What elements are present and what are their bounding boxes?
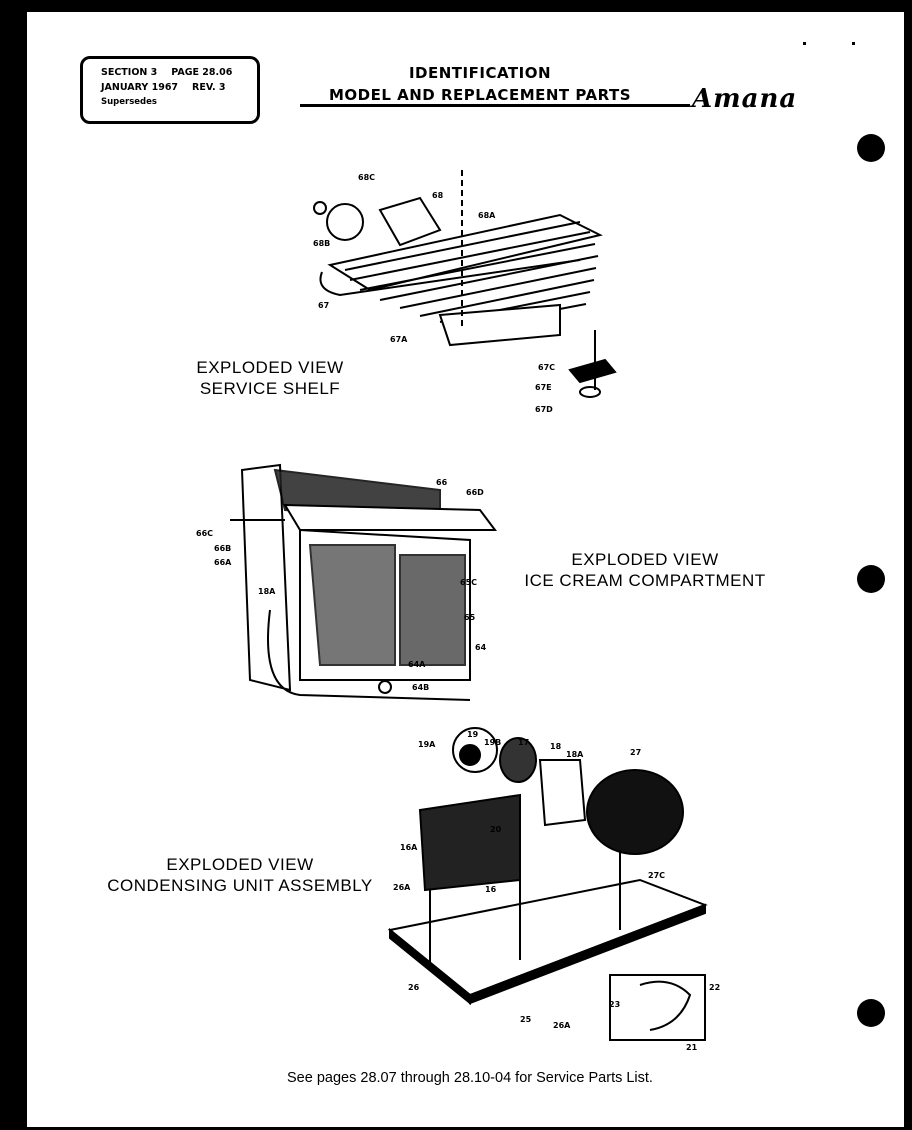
page-number: PAGE 28.06 — [171, 67, 233, 78]
callout: 64A — [408, 660, 426, 669]
callout: 27C — [648, 871, 665, 880]
ice-cream-label: EXPLODED VIEW ICE CREAM COMPARTMENT — [505, 549, 785, 591]
service-shelf-drawing — [313, 170, 617, 398]
callout: 26 — [408, 983, 420, 992]
callout: 67A — [390, 335, 408, 344]
speck — [803, 42, 806, 45]
title-underline — [300, 104, 690, 107]
callout: 18A — [566, 750, 584, 759]
callout: 17 — [518, 738, 529, 747]
callout: 21 — [686, 1043, 698, 1052]
callout: 68C — [358, 173, 375, 182]
callout: 67 — [318, 301, 329, 310]
speck — [852, 42, 855, 45]
section-number: SECTION 3 — [101, 67, 158, 78]
callout: 67C — [538, 363, 555, 372]
callout: 68 — [432, 191, 444, 200]
section-info-box: SECTION 3 PAGE 28.06 JANUARY 1967 REV. 3 S… — [80, 56, 260, 124]
supersedes-label: Supersedes — [101, 97, 157, 107]
callout: 68A — [478, 211, 496, 220]
callout: 16A — [400, 843, 418, 852]
view-label-line: EXPLODED VIEW — [196, 358, 344, 377]
callout: 66A — [214, 558, 232, 567]
condensing-unit-label: EXPLODED VIEW CONDENSING UNIT ASSEMBLY — [90, 854, 390, 896]
callout: 67D — [535, 405, 553, 414]
view-label-line: SERVICE SHELF — [199, 379, 341, 398]
callout: 25 — [520, 1015, 532, 1024]
callout: 16 — [485, 885, 497, 894]
view-label-line: EXPLODED VIEW — [571, 550, 719, 569]
callout: 66B — [214, 544, 231, 553]
view-label-line: EXPLODED VIEW — [166, 855, 314, 874]
callout-labels: 68C 68 68A 68B 67 67A 67C 67E 67D 66 66D… — [196, 173, 720, 1052]
service-shelf-label: EXPLODED VIEW SERVICE SHELF — [180, 357, 360, 399]
callout: 26A — [553, 1021, 571, 1030]
callout: 65C — [460, 578, 477, 587]
binder-hole — [857, 999, 885, 1027]
callout: 66 — [436, 478, 448, 487]
revision: REV. 3 — [192, 82, 226, 93]
brand-logo: Amana — [692, 84, 798, 114]
page-title: IDENTIFICATION — [408, 64, 552, 82]
callout: 64B — [412, 683, 429, 692]
callout: 23 — [609, 1000, 620, 1009]
issue-date: JANUARY 1967 — [101, 82, 179, 93]
callout: 26A — [393, 883, 411, 892]
callout: 19 — [467, 730, 479, 739]
callout: 67E — [535, 383, 552, 392]
callout: 20 — [490, 825, 502, 834]
callout: 65 — [464, 613, 476, 622]
condensing-unit-drawing — [387, 727, 708, 1041]
callout: 19B — [484, 738, 501, 747]
view-label-line: ICE CREAM COMPARTMENT — [524, 571, 766, 590]
callout: 66C — [196, 529, 213, 538]
ice-cream-drawing — [230, 463, 497, 701]
view-label-line: CONDENSING UNIT ASSEMBLY — [107, 876, 373, 895]
callout: 18 — [550, 742, 562, 751]
callout: 64 — [475, 643, 487, 652]
callout: 66D — [466, 488, 484, 497]
page-subtitle: MODEL AND REPLACEMENT PARTS — [328, 86, 632, 104]
binder-hole — [857, 134, 885, 162]
callout: 19A — [418, 740, 436, 749]
footer-note: See pages 28.07 through 28.10-04 for Ser… — [287, 1070, 653, 1086]
binder-hole — [857, 565, 885, 593]
callout: 18A — [258, 587, 276, 596]
callout: 27 — [630, 748, 641, 757]
callout: 22 — [709, 983, 720, 992]
callout: 68B — [313, 239, 330, 248]
